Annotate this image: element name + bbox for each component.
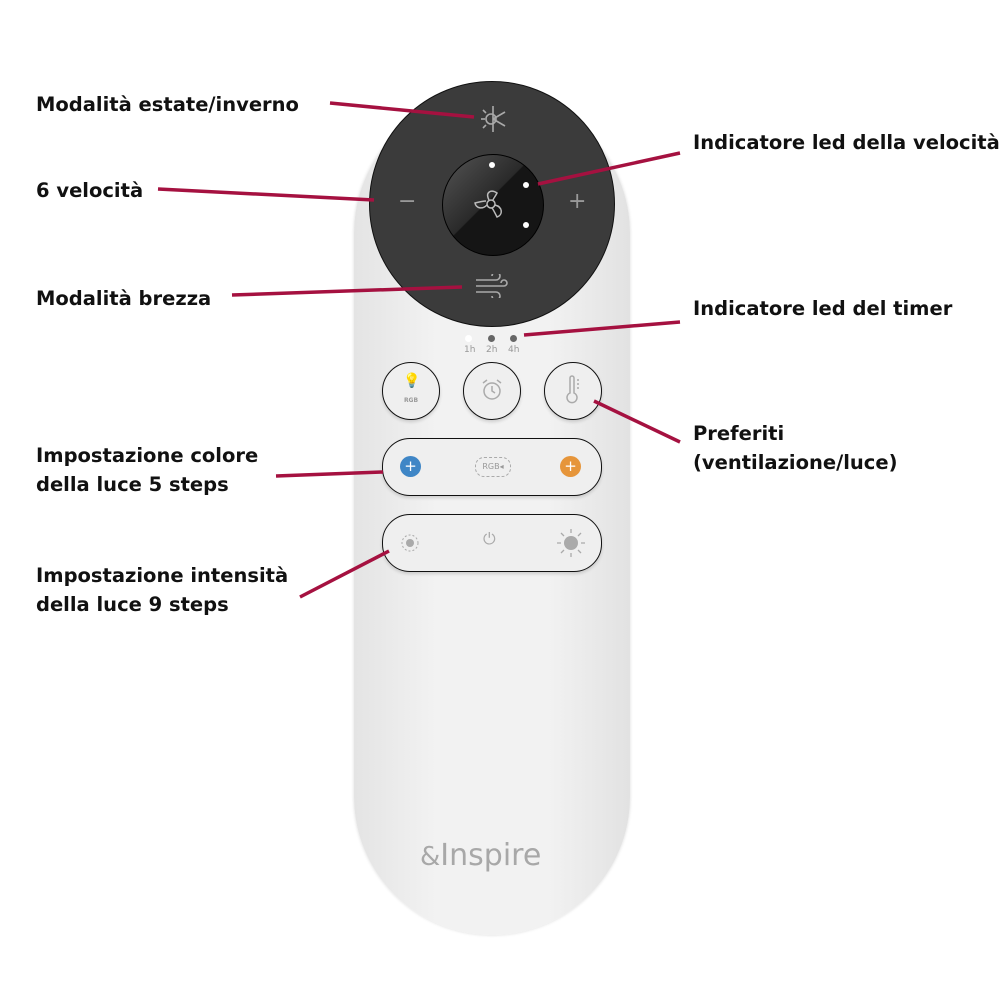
rgb-label: RGB xyxy=(403,397,419,404)
dim-sun-button[interactable] xyxy=(400,533,420,553)
label-summer-winter: Modalità estate/inverno xyxy=(36,93,299,116)
label-line: Impostazione intensità xyxy=(36,564,289,587)
cool-plus-button[interactable]: + xyxy=(400,456,421,477)
plus-button[interactable]: + xyxy=(568,189,587,214)
timer-button[interactable] xyxy=(463,362,521,420)
rgb-cycle-button[interactable]: RGB◂ xyxy=(475,457,511,477)
leader-line xyxy=(523,320,681,337)
rgb-light-button[interactable]: 💡 RGB xyxy=(382,362,440,420)
leader-line xyxy=(275,470,384,478)
leader-line xyxy=(537,151,681,186)
brightness-control: ⏻ xyxy=(382,514,602,572)
label-speeds: 6 velocità xyxy=(36,179,144,202)
bright-sun-button[interactable] xyxy=(555,527,587,559)
fan-icon xyxy=(473,187,509,225)
brand-logo: &Inspire xyxy=(420,838,542,873)
label-intensity: Impostazione intensità della luce 9 steps xyxy=(36,561,288,619)
power-fan-button[interactable] xyxy=(442,154,544,256)
color-temperature-control: + RGB◂ + xyxy=(382,438,602,496)
minus-button[interactable]: − xyxy=(398,189,417,214)
label-breeze: Modalità brezza xyxy=(36,287,212,310)
thermometer-icon xyxy=(566,375,579,404)
leader-line xyxy=(593,399,681,444)
label-timer-led: Indicatore led del timer xyxy=(693,297,953,320)
timer-led-2h xyxy=(488,335,495,342)
label-line: della luce 5 steps xyxy=(36,473,229,496)
label-line: Impostazione colore xyxy=(36,444,259,467)
label-speed-led: Indicatore led della velocità xyxy=(693,131,1000,154)
timer-label: 4h xyxy=(508,345,520,355)
breeze-icon[interactable] xyxy=(474,271,508,303)
label-line: della luce 9 steps xyxy=(36,593,229,616)
label-line: (ventilazione/luce) xyxy=(693,451,898,474)
speed-led xyxy=(489,162,495,168)
timer-label: 2h xyxy=(486,345,498,355)
leader-line xyxy=(157,187,375,202)
warm-plus-button[interactable]: + xyxy=(560,456,581,477)
label-color: Impostazione colore della luce 5 steps xyxy=(36,441,258,499)
label-line: Preferiti xyxy=(693,422,785,445)
timer-led-1h xyxy=(465,335,472,342)
timer-label: 1h xyxy=(464,345,476,355)
speed-led xyxy=(523,222,529,228)
leader-line xyxy=(299,549,390,599)
timer-led-4h xyxy=(510,335,517,342)
label-favorites: Preferiti (ventilazione/luce) xyxy=(693,419,898,477)
leader-line xyxy=(329,101,475,119)
speed-led xyxy=(523,182,529,188)
leader-line xyxy=(231,285,463,297)
bulb-icon: 💡 xyxy=(403,373,421,389)
light-power-button[interactable]: ⏻ xyxy=(483,529,496,548)
favorites-button[interactable] xyxy=(544,362,602,420)
alarm-clock-icon xyxy=(482,379,502,400)
snowflake-sun-icon[interactable] xyxy=(478,104,508,139)
